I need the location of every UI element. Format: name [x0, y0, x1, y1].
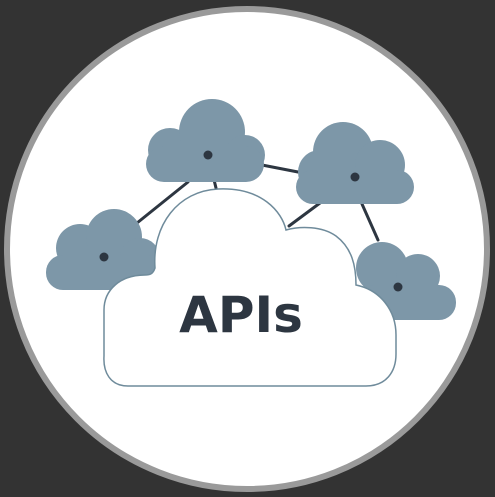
cloud-icon-left	[46, 209, 166, 290]
node-dot	[350, 172, 360, 182]
connector-top-to-left	[135, 180, 190, 225]
connector-top-to-right	[260, 163, 300, 174]
node-dot	[99, 252, 109, 262]
network-nodes	[99, 150, 403, 292]
apis-label: APIs	[179, 286, 303, 344]
cloud-icon-top	[146, 99, 265, 182]
cloud-icon-right	[296, 122, 414, 204]
connector-right-to-lower-right	[360, 202, 380, 242]
cloud-icon-main	[103, 188, 397, 387]
node-dot	[393, 282, 403, 292]
node-dot	[203, 150, 213, 160]
satellite-clouds	[46, 99, 456, 320]
